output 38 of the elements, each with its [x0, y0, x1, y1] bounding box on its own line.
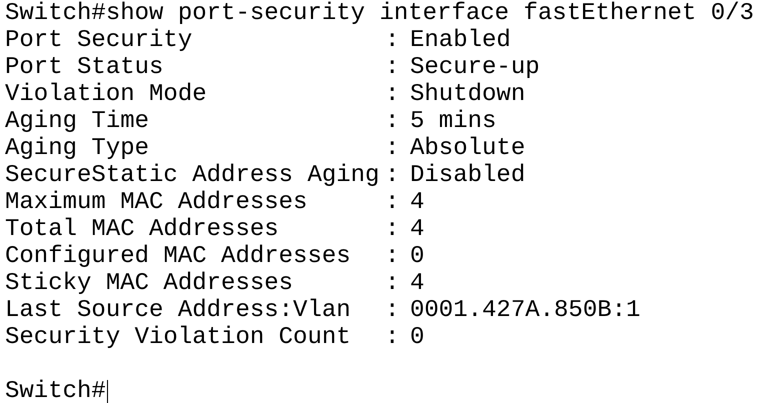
colon-separator: : — [385, 81, 400, 108]
command-prompt: Switch# — [5, 378, 106, 403]
colon-separator: : — [385, 216, 400, 243]
colon-separator: : — [385, 243, 400, 270]
field-value: 4 — [410, 216, 424, 243]
field-name: Last Source Address:Vlan — [5, 297, 351, 324]
field-value: Shutdown — [410, 81, 526, 108]
field-value: 5 mins — [410, 108, 496, 135]
colon-separator: : — [385, 27, 400, 54]
colon-separator: : — [385, 270, 400, 297]
field-value: Absolute — [410, 135, 526, 162]
colon-separator: : — [385, 297, 400, 324]
field-name: Configured MAC Addresses — [5, 243, 351, 270]
field-value: Secure-up — [410, 54, 540, 81]
field-name: Sticky MAC Addresses — [5, 270, 294, 297]
colon-separator: : — [385, 324, 400, 351]
field-name: Aging Time — [5, 108, 150, 135]
field-name: Security Violation Count — [5, 324, 351, 351]
field-name: Violation Mode — [5, 81, 207, 108]
field-name: Aging Type — [5, 135, 150, 162]
field-value: Enabled — [410, 27, 511, 54]
field-value: 0 — [410, 243, 424, 270]
field-name: Port Status — [5, 54, 164, 81]
field-name: Maximum MAC Addresses — [5, 189, 308, 216]
command-line: Switch#show port-security interface fastEthernet 0/3 — [5, 0, 754, 27]
colon-separator: : — [385, 135, 400, 162]
colon-separator: : — [385, 189, 400, 216]
colon-separator: : — [385, 54, 400, 81]
colon-separator: : — [385, 108, 400, 135]
field-name: Total MAC Addresses — [5, 216, 279, 243]
field-value: 4 — [410, 189, 424, 216]
field-value: 0 — [410, 324, 424, 351]
field-name: SecureStatic Address Aging — [5, 162, 380, 189]
field-value: 4 — [410, 270, 424, 297]
colon-separator: : — [385, 162, 400, 189]
field-value: Disabled — [410, 162, 526, 189]
field-value: 0001.427A.850B:1 — [410, 297, 640, 324]
field-name: Port Security — [5, 27, 192, 54]
